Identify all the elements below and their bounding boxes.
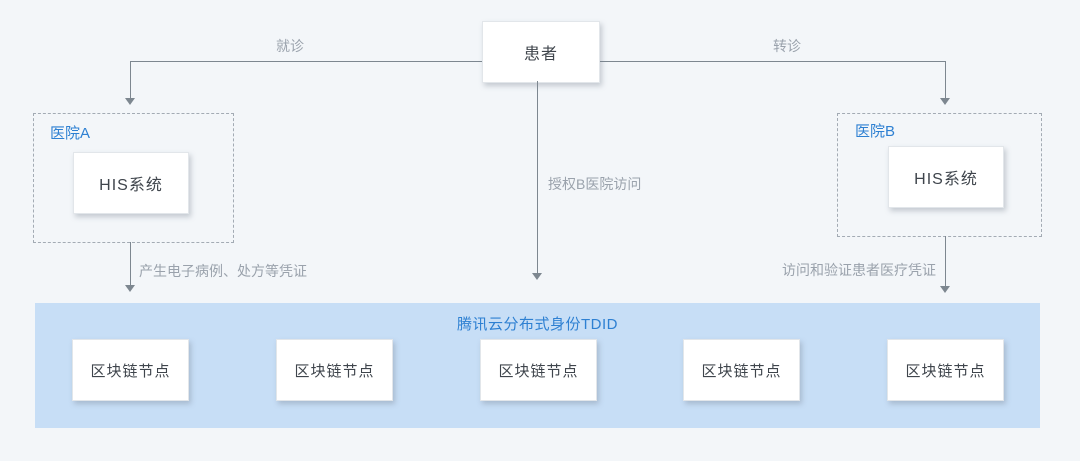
- referral-edge-horizontal-line: [598, 61, 945, 62]
- authorize-edge-label: 授权B医院访问: [548, 176, 642, 192]
- blockchain-node-2-label: 区块链节点: [294, 362, 375, 380]
- hospital-a-label: 医院A: [50, 125, 91, 142]
- hospital-a-his-node: HIS系统: [73, 152, 189, 214]
- referral-edge-label: 转诊: [773, 38, 801, 54]
- blockchain-node-1: 区块链节点: [72, 339, 189, 401]
- hospital-a-his-label: HIS系统: [99, 177, 163, 194]
- verify-arrowhead-icon: [940, 286, 950, 293]
- patient-label: 患者: [523, 46, 558, 63]
- hospital-b-group: [837, 113, 1042, 237]
- visit-edge-vertical-line: [130, 61, 131, 99]
- tdid-platform-title: 腾讯云分布式身份TDID: [457, 316, 618, 333]
- patient-node: 患者: [482, 21, 600, 83]
- blockchain-node-3-label: 区块链节点: [498, 362, 579, 380]
- verify-edge-line: [945, 236, 946, 286]
- blockchain-node-4-label: 区块链节点: [701, 362, 782, 380]
- generate-edge-line: [130, 242, 131, 285]
- referral-edge-vertical-line: [945, 61, 946, 99]
- verify-edge-label: 访问和验证患者医疗凭证: [782, 262, 936, 278]
- blockchain-node-4: 区块链节点: [683, 339, 800, 401]
- generate-arrowhead-icon: [125, 285, 135, 292]
- tdid-platform-band: 腾讯云分布式身份TDID 区块链节点 区块链节点 区块链节点 区块链节点 区块链…: [35, 303, 1040, 428]
- blockchain-node-2: 区块链节点: [276, 339, 393, 401]
- authorize-arrowhead-icon: [532, 273, 542, 280]
- visit-arrowhead-icon: [125, 98, 135, 105]
- hospital-b-his-label: HIS系统: [914, 171, 978, 188]
- blockchain-node-5: 区块链节点: [887, 339, 1004, 401]
- hospital-a-group: [33, 113, 234, 243]
- visit-edge-label: 就诊: [276, 38, 304, 54]
- hospital-b-label: 医院B: [855, 123, 896, 140]
- referral-arrowhead-icon: [940, 98, 950, 105]
- blockchain-node-3: 区块链节点: [480, 339, 597, 401]
- authorize-edge-line: [537, 81, 538, 273]
- visit-edge-horizontal-line: [130, 61, 482, 62]
- blockchain-node-1-label: 区块链节点: [90, 362, 171, 380]
- hospital-b-his-node: HIS系统: [888, 146, 1004, 208]
- blockchain-node-5-label: 区块链节点: [905, 362, 986, 380]
- generate-edge-label: 产生电子病例、处方等凭证: [139, 263, 307, 279]
